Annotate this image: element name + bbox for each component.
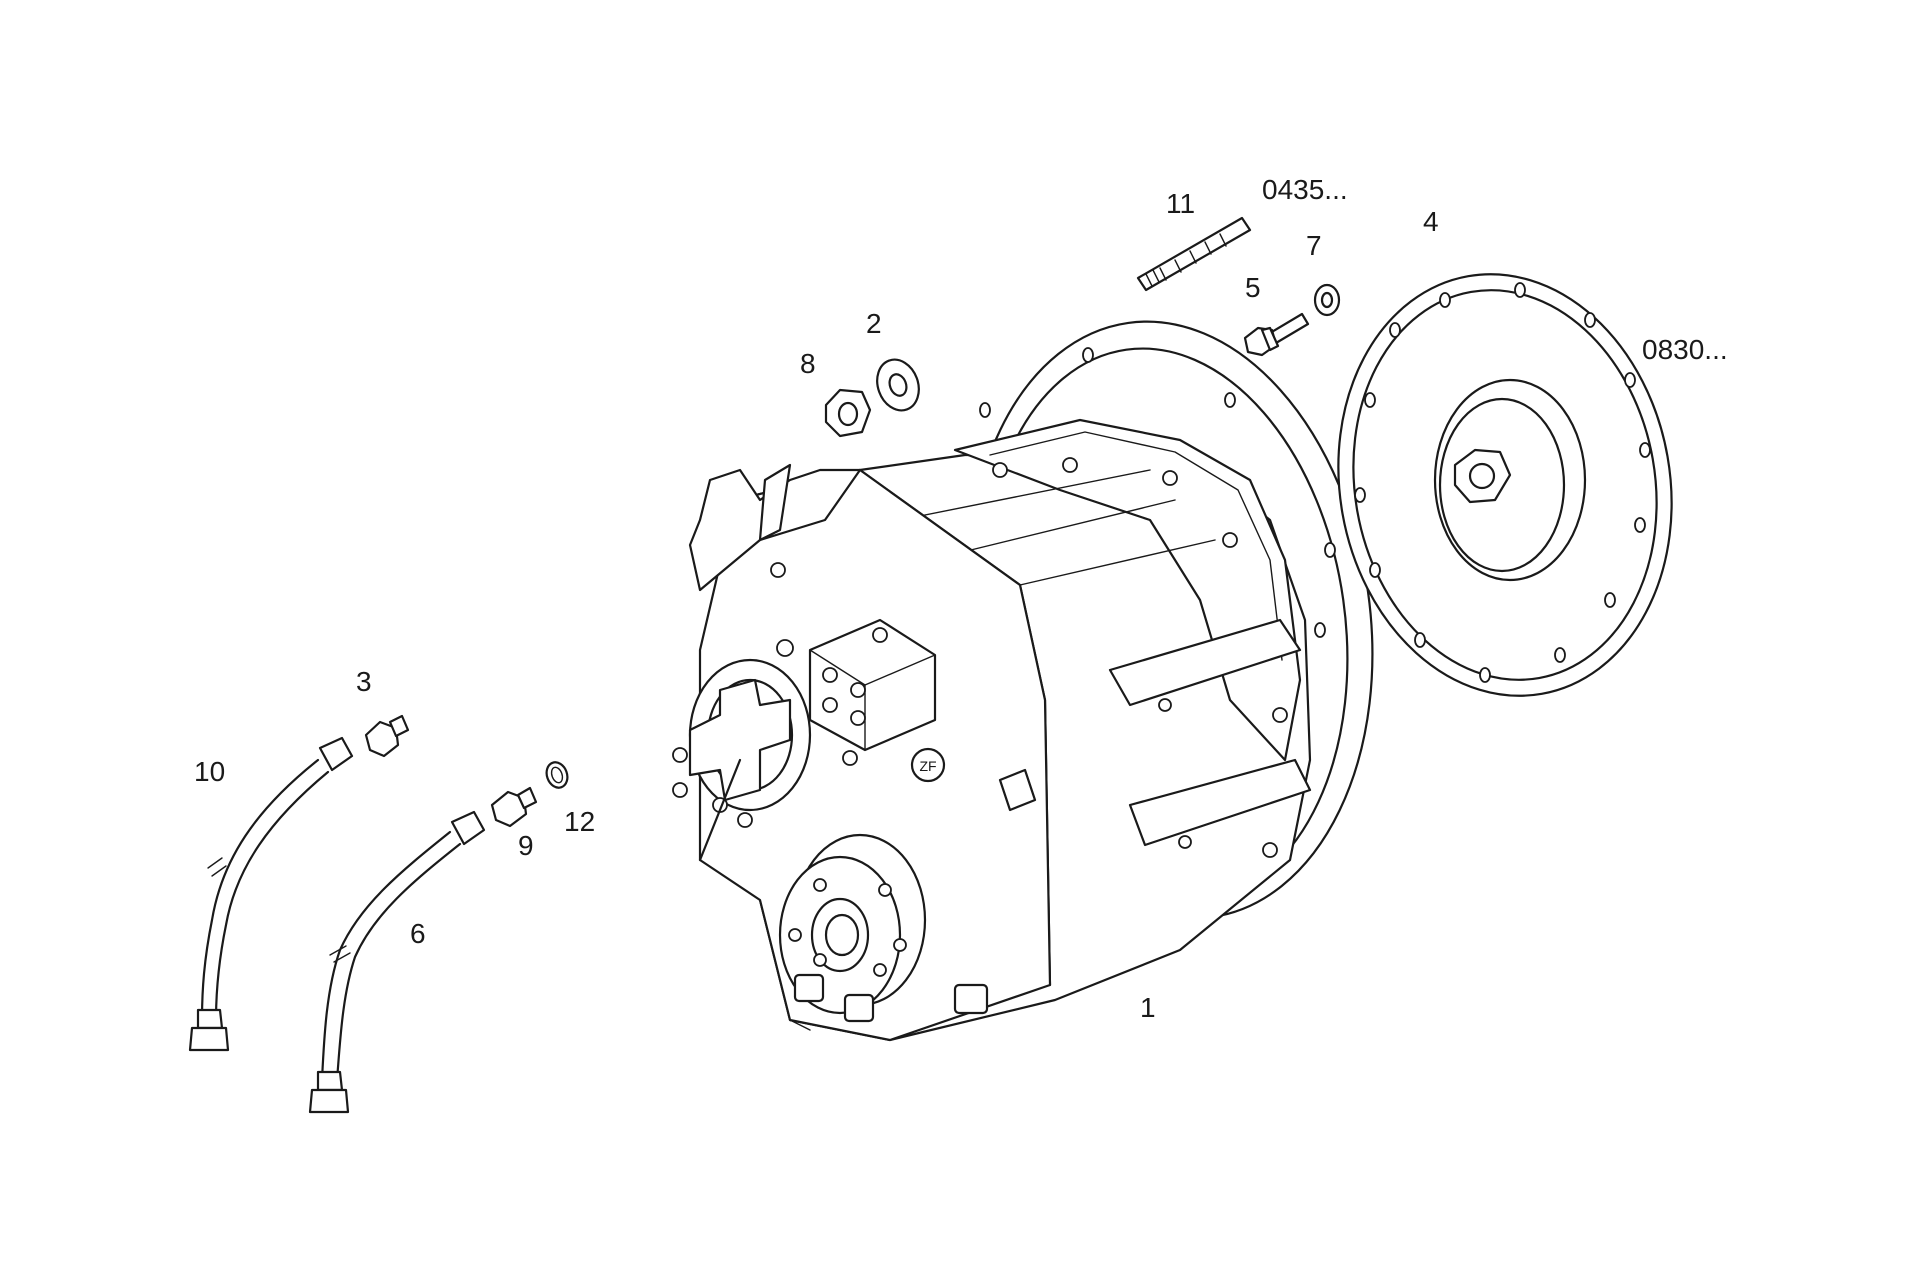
callout-11: 11 [1166,188,1196,219]
housing-bolts [672,457,1288,977]
callout-1: 1 [1140,992,1156,1023]
callout-6: 6 [410,918,426,949]
callout-2: 2 [866,308,882,339]
zf-logo-text: ZF [919,758,936,774]
callout-10: 10 [194,756,226,787]
part-9-fitting [490,786,538,828]
callout-9: 9 [518,830,534,861]
callout-4: 4 [1423,206,1439,237]
part-7-washer [1313,283,1341,317]
callout-3: 3 [356,666,372,697]
part-4-flex-plate [1337,273,1673,697]
part-6-hose [308,810,486,1114]
zf-logo-badge [910,747,946,783]
part-3-fitting [364,714,410,758]
part-10-hose [188,736,354,1052]
part-12-o-ring [545,761,569,789]
part-8-nut [824,388,872,438]
callout-8: 8 [800,348,816,379]
callout-5: 5 [1245,272,1261,303]
part-11-stud [1136,216,1252,292]
reference-0830: 0830... [1642,334,1728,365]
part-5-bolt [1243,312,1310,357]
callout-12: 12 [564,806,596,837]
callout-7: 7 [1306,230,1322,261]
part-2-washer [876,358,920,412]
flex-plate-bolt-holes [1354,282,1651,683]
part-1-transmission-housing: ZF [672,320,1374,1042]
reference-0435: 0435... [1262,174,1348,205]
